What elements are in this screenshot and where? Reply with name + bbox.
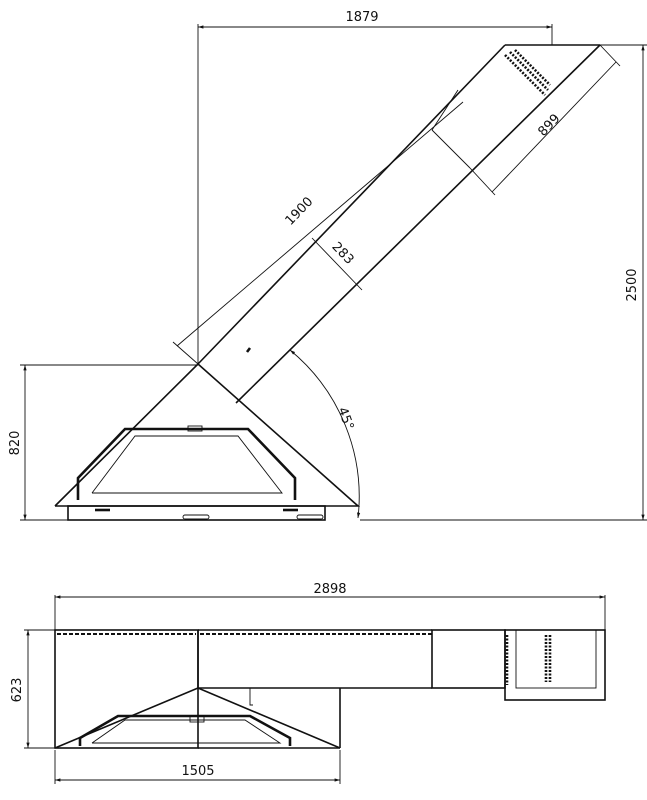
dim-899: 899	[535, 111, 563, 139]
dim-2500: 2500	[625, 268, 640, 301]
top-view: 2898 623 1505	[10, 582, 606, 784]
flue-side	[197, 44, 601, 404]
dim-283: 283	[328, 239, 356, 267]
dim-623: 623	[10, 678, 25, 703]
top-view-dimensions	[24, 595, 606, 784]
dim-1505: 1505	[181, 764, 214, 779]
hood-side	[54, 362, 361, 521]
dimension-lines	[20, 24, 647, 521]
vent-slots	[504, 49, 551, 96]
dim-1879: 1879	[345, 10, 378, 25]
side-view: 1879 2500 820 1900 283 899 45°	[8, 10, 647, 521]
dim-820: 820	[8, 431, 23, 456]
dim-1900: 1900	[283, 194, 317, 228]
dim-2898: 2898	[313, 582, 346, 597]
dim-angle: 45°	[334, 405, 356, 432]
